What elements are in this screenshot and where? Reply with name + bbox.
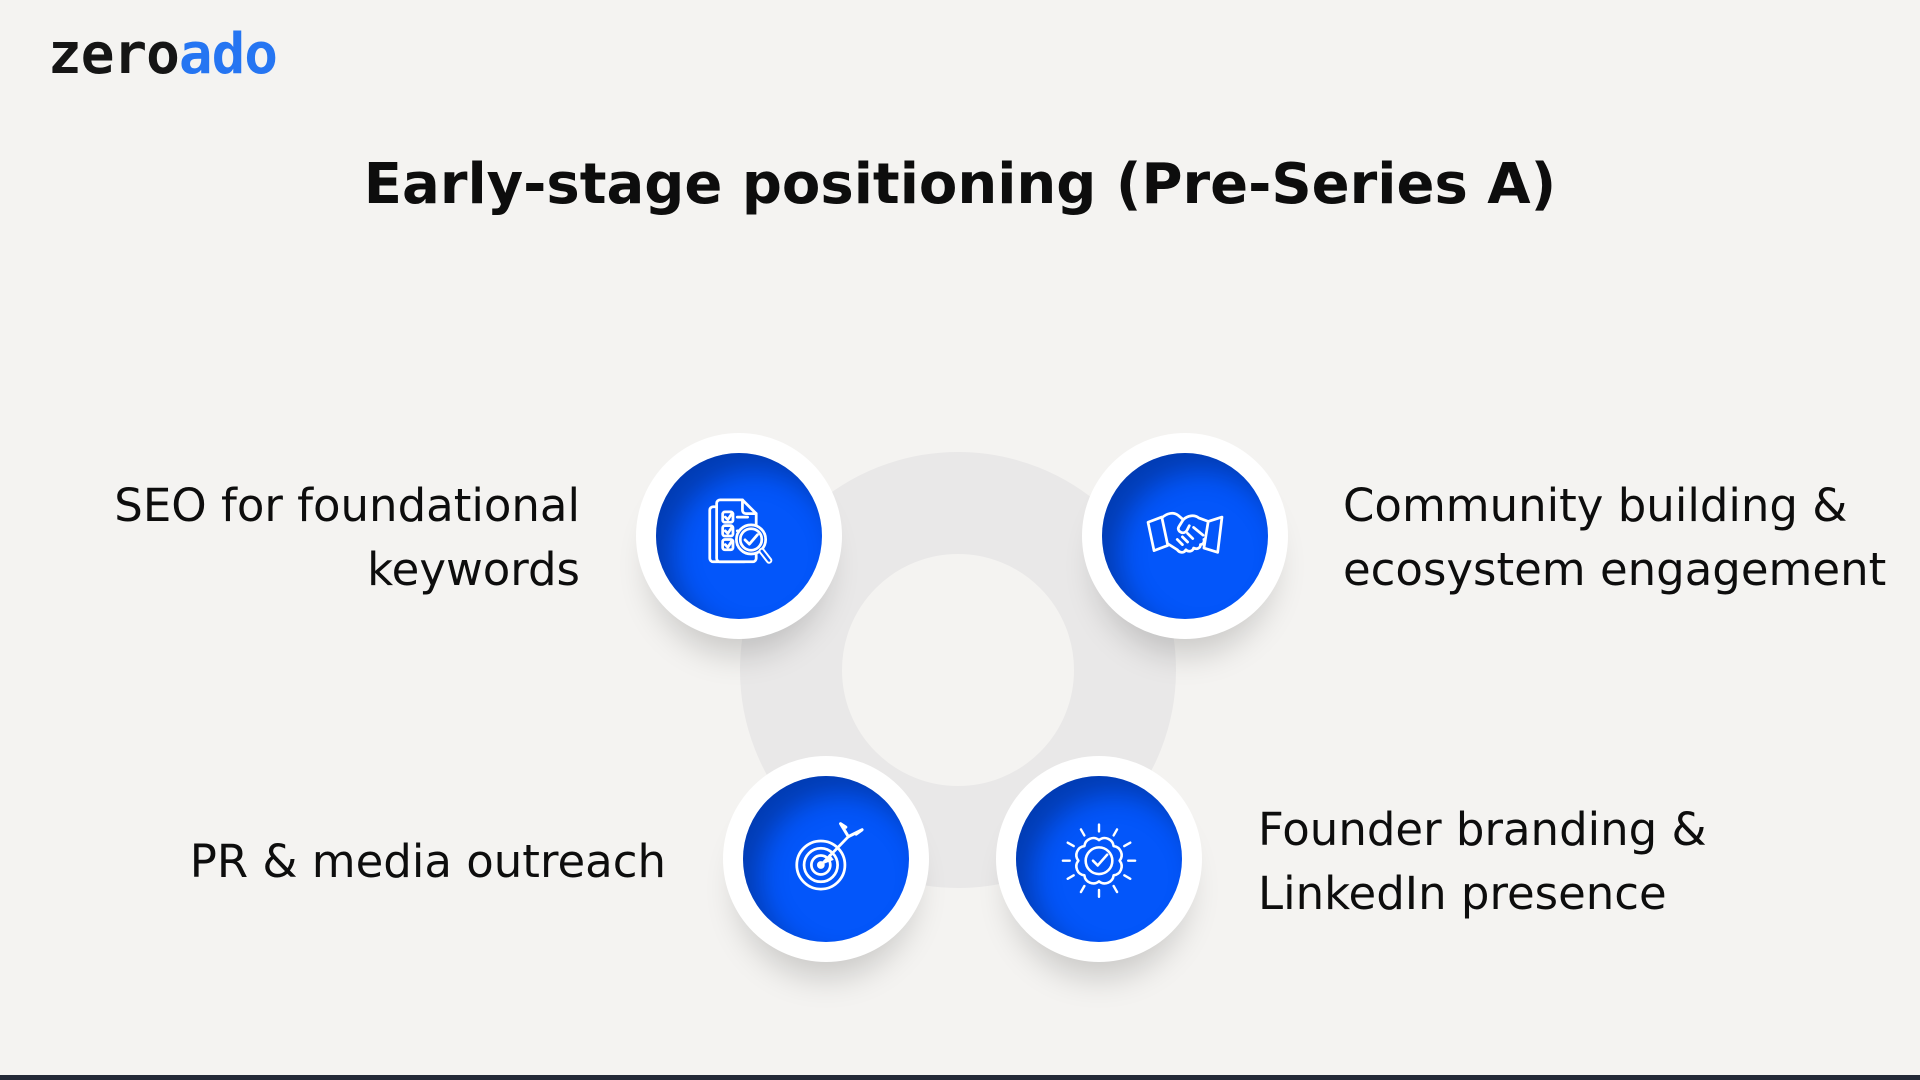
bottom-edge-bar (0, 1075, 1920, 1080)
label-line: SEO for foundational (114, 479, 580, 532)
label-line: LinkedIn presence (1258, 867, 1667, 920)
label-line: ecosystem engagement (1343, 543, 1887, 596)
label-line: Community building & (1343, 479, 1848, 532)
node-seo-circle (656, 453, 822, 619)
logo-part-ado: ado (178, 22, 278, 87)
badge-rays (1061, 823, 1137, 899)
label-community-building: Community building & ecosystem engagemen… (1343, 474, 1886, 602)
label-seo-keywords: SEO for foundational keywords (114, 474, 580, 602)
node-founder (996, 756, 1202, 962)
label-founder-branding: Founder branding & LinkedIn presence (1258, 798, 1707, 926)
node-pr (723, 756, 929, 962)
zeroado-logo: zeroado (48, 22, 278, 87)
node-seo (636, 433, 842, 639)
label-line: keywords (367, 543, 580, 596)
node-pr-circle (743, 776, 909, 942)
page-title: Early-stage positioning (Pre-Series A) (363, 152, 1557, 217)
target-arrow-icon (795, 822, 864, 891)
node-community (1082, 433, 1288, 639)
label-line: Founder branding & (1258, 803, 1707, 856)
node-founder-circle (1016, 776, 1182, 942)
label-line: PR & media outreach (189, 835, 666, 888)
handshake-icon (1146, 511, 1224, 554)
node-community-circle (1102, 453, 1268, 619)
checklist-search-icon (708, 498, 773, 564)
badge-check-icon (1061, 823, 1137, 899)
label-pr-media: PR & media outreach (190, 830, 666, 894)
logo-part-zero: zero (48, 22, 180, 87)
